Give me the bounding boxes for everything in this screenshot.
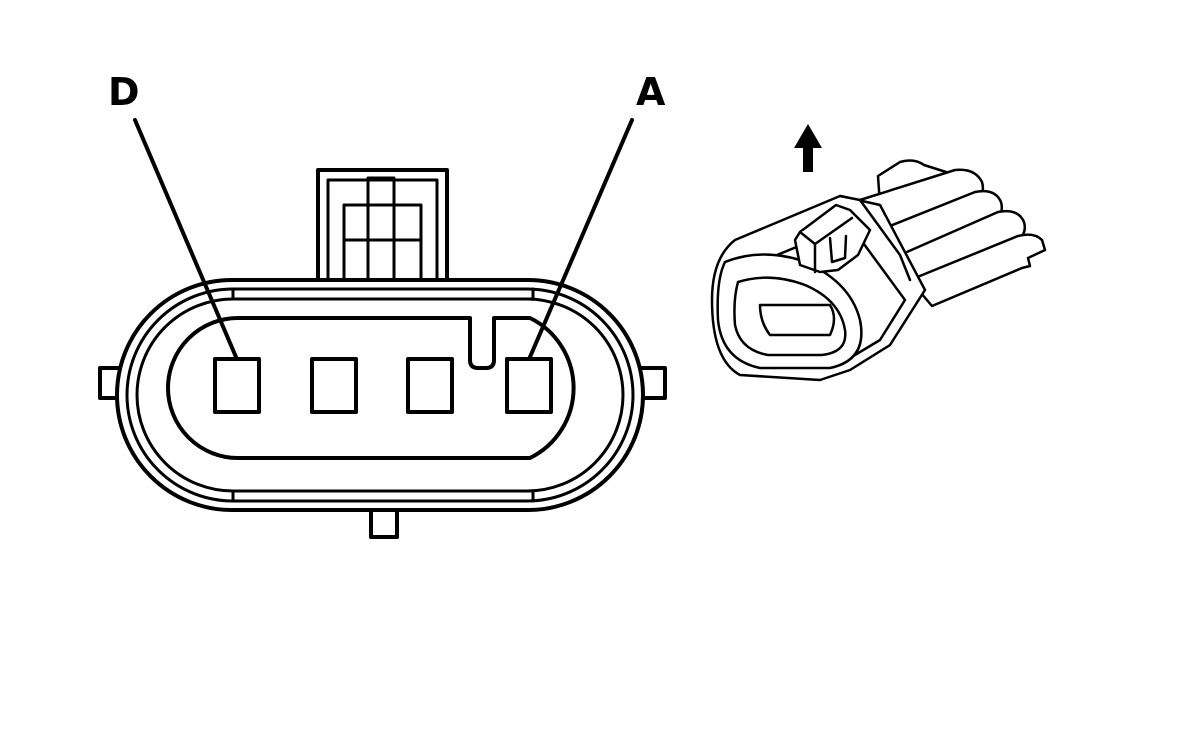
pin-c-cavity (310, 357, 358, 414)
locking-tab (316, 168, 449, 282)
pin-label-a: A (636, 70, 666, 114)
pin-d-cavity (213, 357, 261, 414)
leader-line-d (133, 118, 238, 359)
pin-b-cavity (406, 357, 454, 414)
arrow-up-icon (794, 124, 822, 172)
pin-a-cavity (505, 357, 553, 414)
pin-label-d: D (108, 70, 140, 114)
outer-shell (115, 278, 645, 512)
inner-cavity (166, 316, 576, 460)
connector-face-view: D A (98, 70, 667, 539)
connector-isometric-view (710, 159, 1047, 382)
leader-line-a (528, 118, 634, 359)
